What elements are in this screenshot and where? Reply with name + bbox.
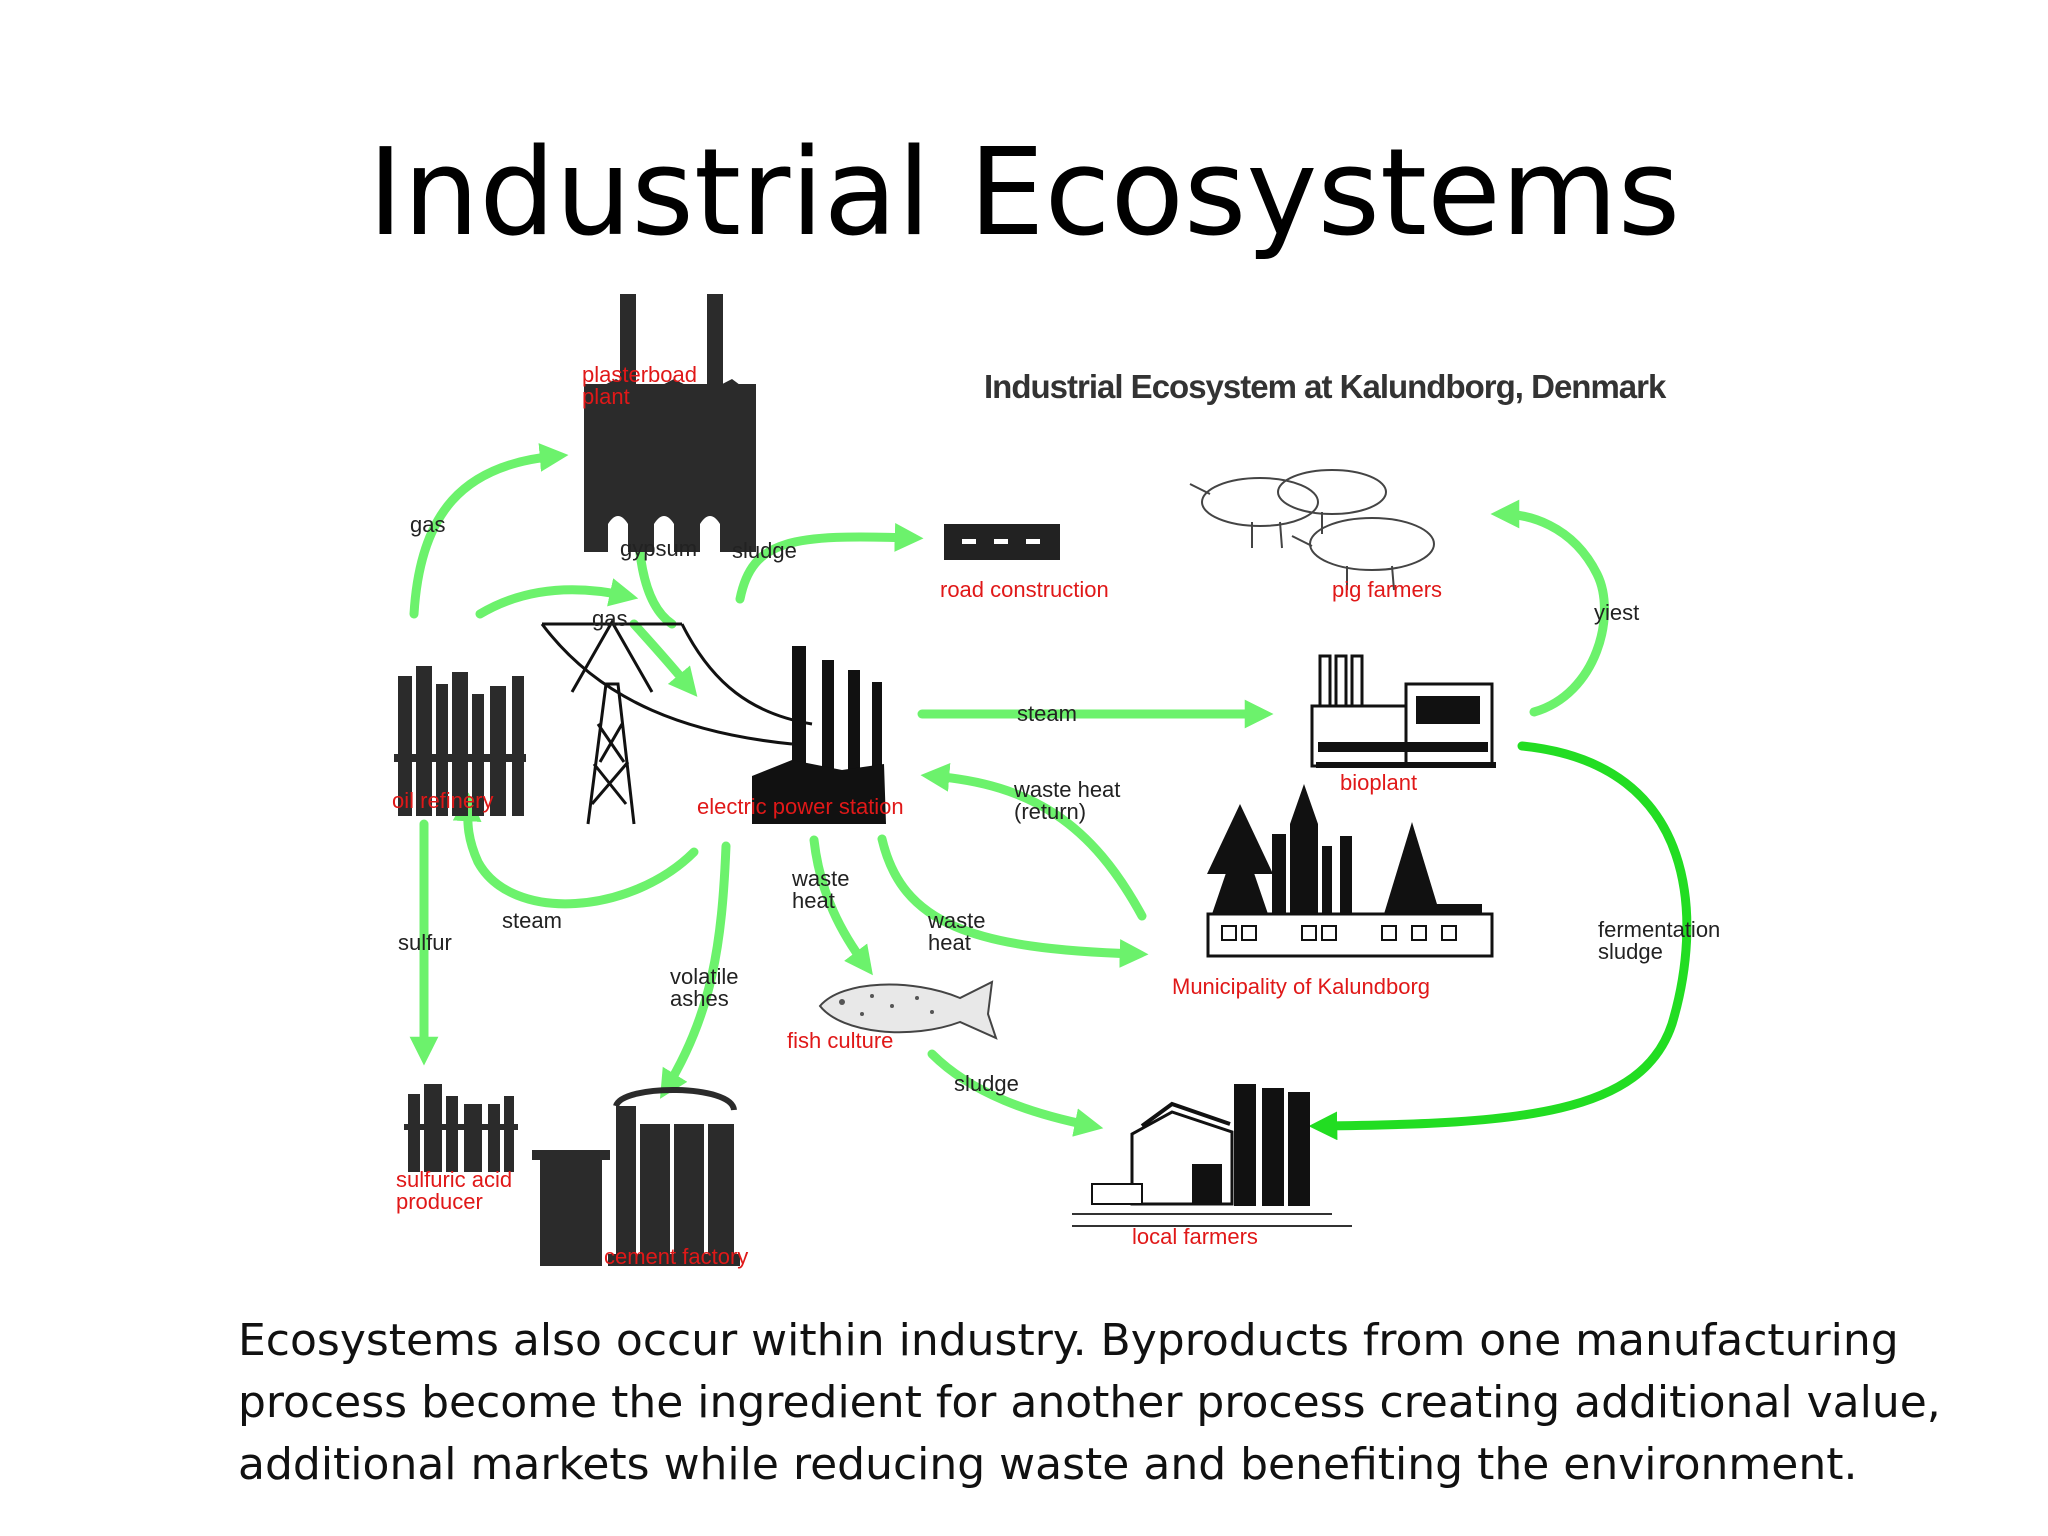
flow-gypsum-label: gypsum	[620, 536, 697, 561]
arrow-waste-heat-muni	[877, 834, 1149, 968]
arrow-sludge-road	[735, 523, 924, 604]
arrow-yiest	[1490, 499, 1609, 717]
sulfuric-acid-label-2: producer	[396, 1189, 483, 1214]
arrow-fermentation-sludge	[1308, 741, 1692, 1141]
flow-steam-left-label: steam	[502, 908, 562, 933]
flow-waste-heat-return-label-1: waste heat	[1013, 777, 1120, 802]
sulfuric-acid-producer-icon	[404, 1084, 518, 1172]
flow-sulfur-label: sulfur	[398, 930, 452, 955]
municipality-icon	[1206, 784, 1494, 958]
pig-farmers-icon	[1189, 469, 1435, 591]
flow-waste-heat-fish-label-2: heat	[792, 888, 835, 913]
plasterboard-plant-label-2: plant	[582, 384, 630, 409]
diagram-canvas: Industrial Ecosystem at Kalundborg, Denm…	[392, 294, 1720, 1269]
local-farmers-icon	[1072, 1084, 1352, 1227]
flow-volatile-ashes-label-2: ashes	[670, 986, 729, 1011]
slide-title: Industrial Ecosystems	[367, 124, 1681, 263]
arrow-gas-to-power	[629, 619, 698, 697]
road-construction-label: road construction	[940, 577, 1109, 602]
arrow-waste-heat-return	[920, 763, 1147, 921]
diagram-title: Industrial Ecosystem at Kalundborg, Denm…	[984, 368, 1667, 405]
flow-sludge-top-label: sludge	[732, 538, 797, 563]
body-line-2: process become the ingredient for anothe…	[238, 1377, 1941, 1428]
cement-factory-label: cement factory	[604, 1244, 748, 1269]
flow-volatile-ashes-label-1: volatile	[670, 964, 738, 989]
sulfuric-acid-label-1: sulfuric acid	[396, 1167, 512, 1192]
arrow-waste-heat-fish	[809, 835, 873, 976]
arrow-steam-left	[452, 792, 699, 909]
flow-waste-heat-muni-label-2: heat	[928, 930, 971, 955]
flow-sludge-bottom-label: sludge	[954, 1071, 1019, 1096]
electric-power-station-icon	[540, 618, 886, 825]
arrow-gas-top	[409, 443, 569, 619]
pig-farmers-label: pig farmers	[1332, 577, 1442, 602]
flow-steam-right-label: steam	[1017, 701, 1077, 726]
plasterboard-plant-icon	[584, 294, 756, 552]
fish-culture-label: fish culture	[787, 1028, 893, 1053]
road-construction-icon	[944, 524, 1060, 560]
flow-waste-heat-muni-label-1: waste	[927, 908, 985, 933]
flow-waste-heat-fish-label-1: waste	[791, 866, 849, 891]
fish-icon	[818, 980, 998, 1040]
bioplant-label: bioplant	[1340, 770, 1417, 795]
flow-fermentation-sludge-label-1: fermentation	[1598, 917, 1720, 942]
body-line-3: additional markets while reducing waste …	[238, 1439, 1858, 1490]
flow-gas-mid-label: gas	[592, 606, 627, 631]
flow-yiest-label: yiest	[1594, 600, 1639, 625]
flow-fermentation-sludge-label-2: sludge	[1598, 939, 1663, 964]
arrow-sludge-bottom	[927, 1049, 1104, 1137]
local-farmers-label: local farmers	[1132, 1224, 1258, 1249]
plasterboard-plant-label-1: plasterboad	[582, 362, 697, 387]
bioplant-icon	[1310, 654, 1496, 768]
slide-body-text: Ecosystems also occur within industry. B…	[238, 1310, 1941, 1496]
oil-refinery-icon	[394, 666, 526, 816]
cement-factory-icon	[532, 1086, 740, 1266]
flow-gas-top-label: gas	[410, 512, 445, 537]
municipality-label: Municipality of Kalundborg	[1172, 974, 1430, 999]
oil-refinery-label: oil refinery	[392, 788, 493, 813]
arrow-gas-mid	[475, 578, 639, 619]
body-line-1: Ecosystems also occur within industry. B…	[238, 1315, 1899, 1366]
arrow-volatile-ashes	[659, 841, 731, 1099]
flow-waste-heat-return-label-2: (return)	[1014, 799, 1086, 824]
kalundborg-diagram: Industrial Ecosystem at Kalundborg, Denm…	[372, 284, 1722, 1289]
electric-power-station-label: electric power station	[697, 794, 904, 819]
